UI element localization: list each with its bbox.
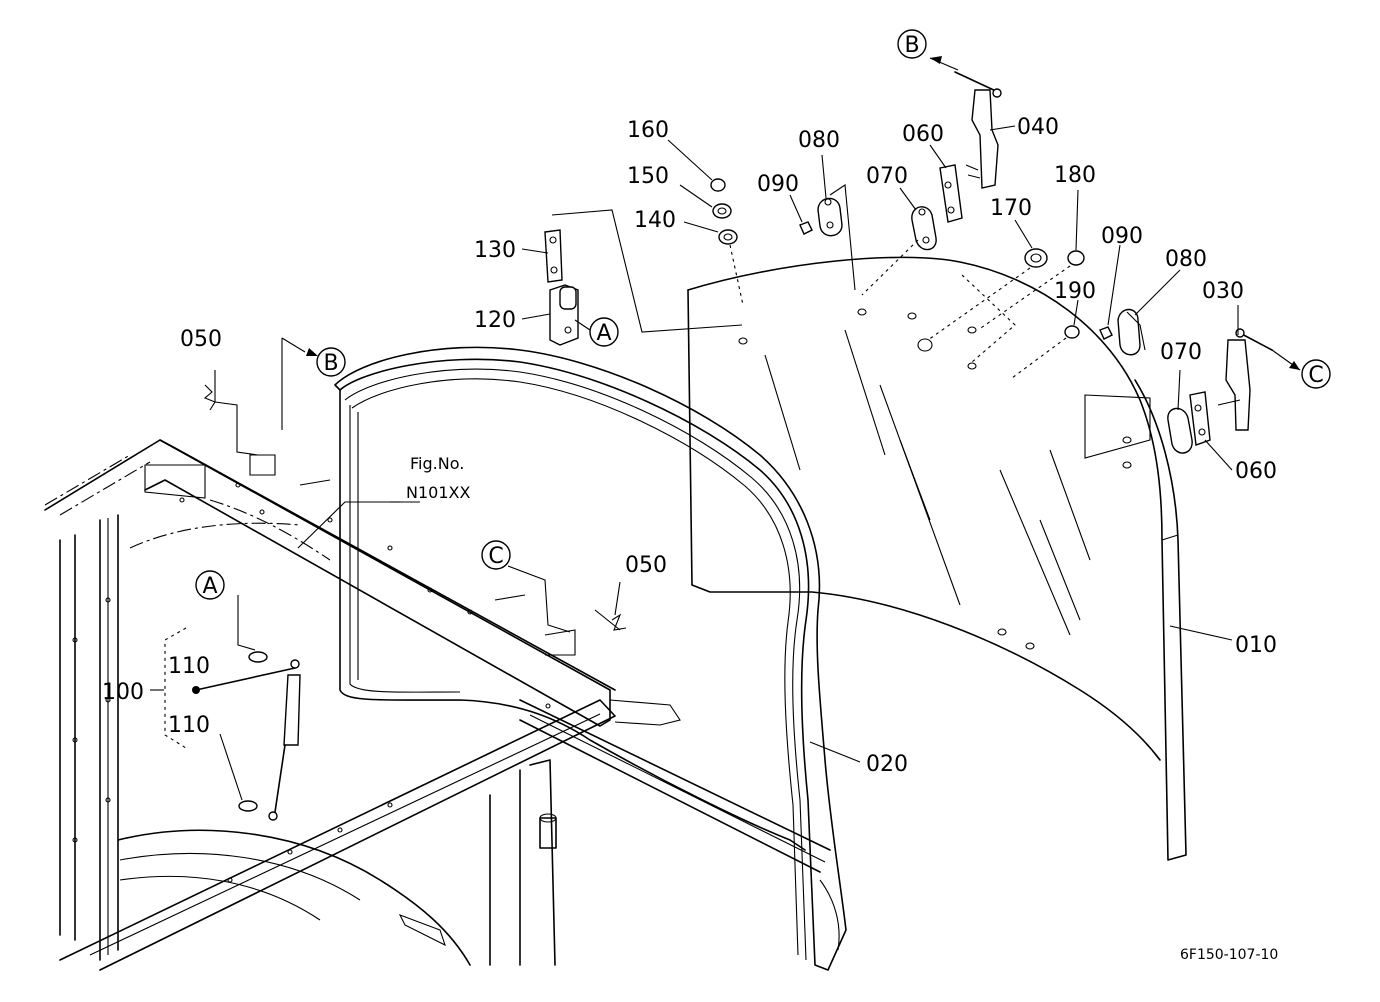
part-label-140: 140 [634,208,676,233]
part-label-040: 040 [1017,115,1059,140]
part-label-170: 170 [990,196,1032,221]
hinge-assembly [544,178,744,346]
callout-c-frame: C [481,540,511,570]
part-label-150: 150 [627,164,669,189]
part-label-020: 020 [866,752,908,777]
part-label-050-right: 050 [625,553,667,578]
part-label-070-right: 070 [1160,340,1202,365]
part-label-090-right: 090 [1101,224,1143,249]
part-label-090-top: 090 [757,172,799,197]
svg-text:C: C [488,544,503,569]
part-label-130: 130 [474,238,516,263]
part-label-080-top: 080 [798,128,840,153]
cab-frame [44,439,831,971]
drawing-ref-number: 6F150-107-10 [1180,947,1278,963]
svg-text:B: B [323,351,338,376]
weatherstrip-020 [334,346,847,971]
leader-lines [150,56,1301,801]
svg-text:A: A [202,574,217,599]
part-label-100: 100 [102,680,144,705]
fig-ref-line2: N101XX [406,483,470,502]
callout-a-hinge: A [589,317,619,347]
callout-b-top: B [897,29,927,59]
svg-text:C: C [1308,363,1323,388]
part-label-190: 190 [1054,279,1096,304]
part-label-060-right: 060 [1235,459,1277,484]
callout-c-right: C [1301,359,1331,389]
part-label-160: 160 [627,118,669,143]
top-right-fasteners [799,71,1273,459]
part-label-070-top: 070 [866,164,908,189]
callout-a-strut: A [195,570,225,600]
part-label-080-right: 080 [1165,247,1207,272]
callout-b-frame: B [316,347,346,377]
part-label-110-lower: 110 [168,713,210,738]
fig-ref-line1: Fig.No. [410,454,464,473]
svg-text:A: A [596,321,611,346]
part-label-030: 030 [1202,279,1244,304]
gas-strut-100 [164,627,301,821]
glass-panel-010 [687,256,1187,861]
part-label-110-upper: 110 [168,654,210,679]
svg-text:B: B [904,33,919,58]
part-label-010: 010 [1235,633,1277,658]
part-label-060-top: 060 [902,122,944,147]
part-label-050-left: 050 [180,327,222,352]
part-label-180: 180 [1054,163,1096,188]
part-label-120: 120 [474,308,516,333]
